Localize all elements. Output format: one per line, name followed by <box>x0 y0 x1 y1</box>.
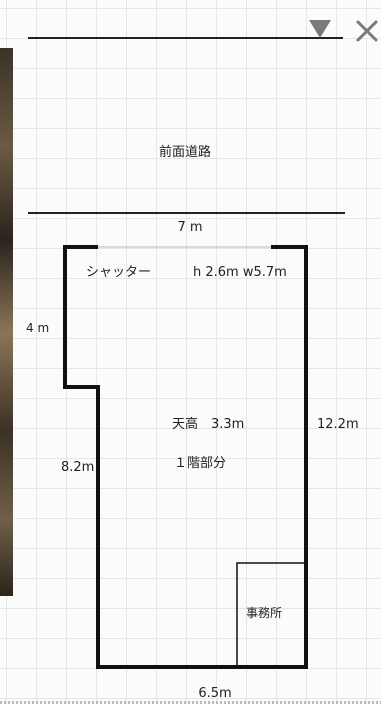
bottom-dotted-border <box>0 701 381 704</box>
road-label: 前面道路 <box>159 144 211 160</box>
dropdown-button[interactable] <box>309 20 331 38</box>
left-top-dimension: 4 m <box>26 321 49 335</box>
floor-label: １階部分 <box>174 456 226 471</box>
office-label: 事務所 <box>246 606 282 620</box>
bottom-dimension: 6.5m <box>198 686 231 701</box>
right-dimension: 12.2m <box>317 417 359 432</box>
building-outline <box>63 245 308 669</box>
shutter-label: シャッター <box>86 265 151 280</box>
close-icon <box>356 20 378 42</box>
ceiling-height-label: 天高 3.3m <box>172 416 244 432</box>
side-photo-thumbnail[interactable] <box>0 48 13 596</box>
office-room-outline <box>236 562 306 667</box>
close-button[interactable] <box>356 20 378 42</box>
road-width-label: 7 m <box>177 220 202 235</box>
shutter-size-label: h 2.6m w5.7m <box>193 265 287 280</box>
triangle-down-icon <box>309 20 331 38</box>
left-dimension: 8.2m <box>61 460 94 475</box>
